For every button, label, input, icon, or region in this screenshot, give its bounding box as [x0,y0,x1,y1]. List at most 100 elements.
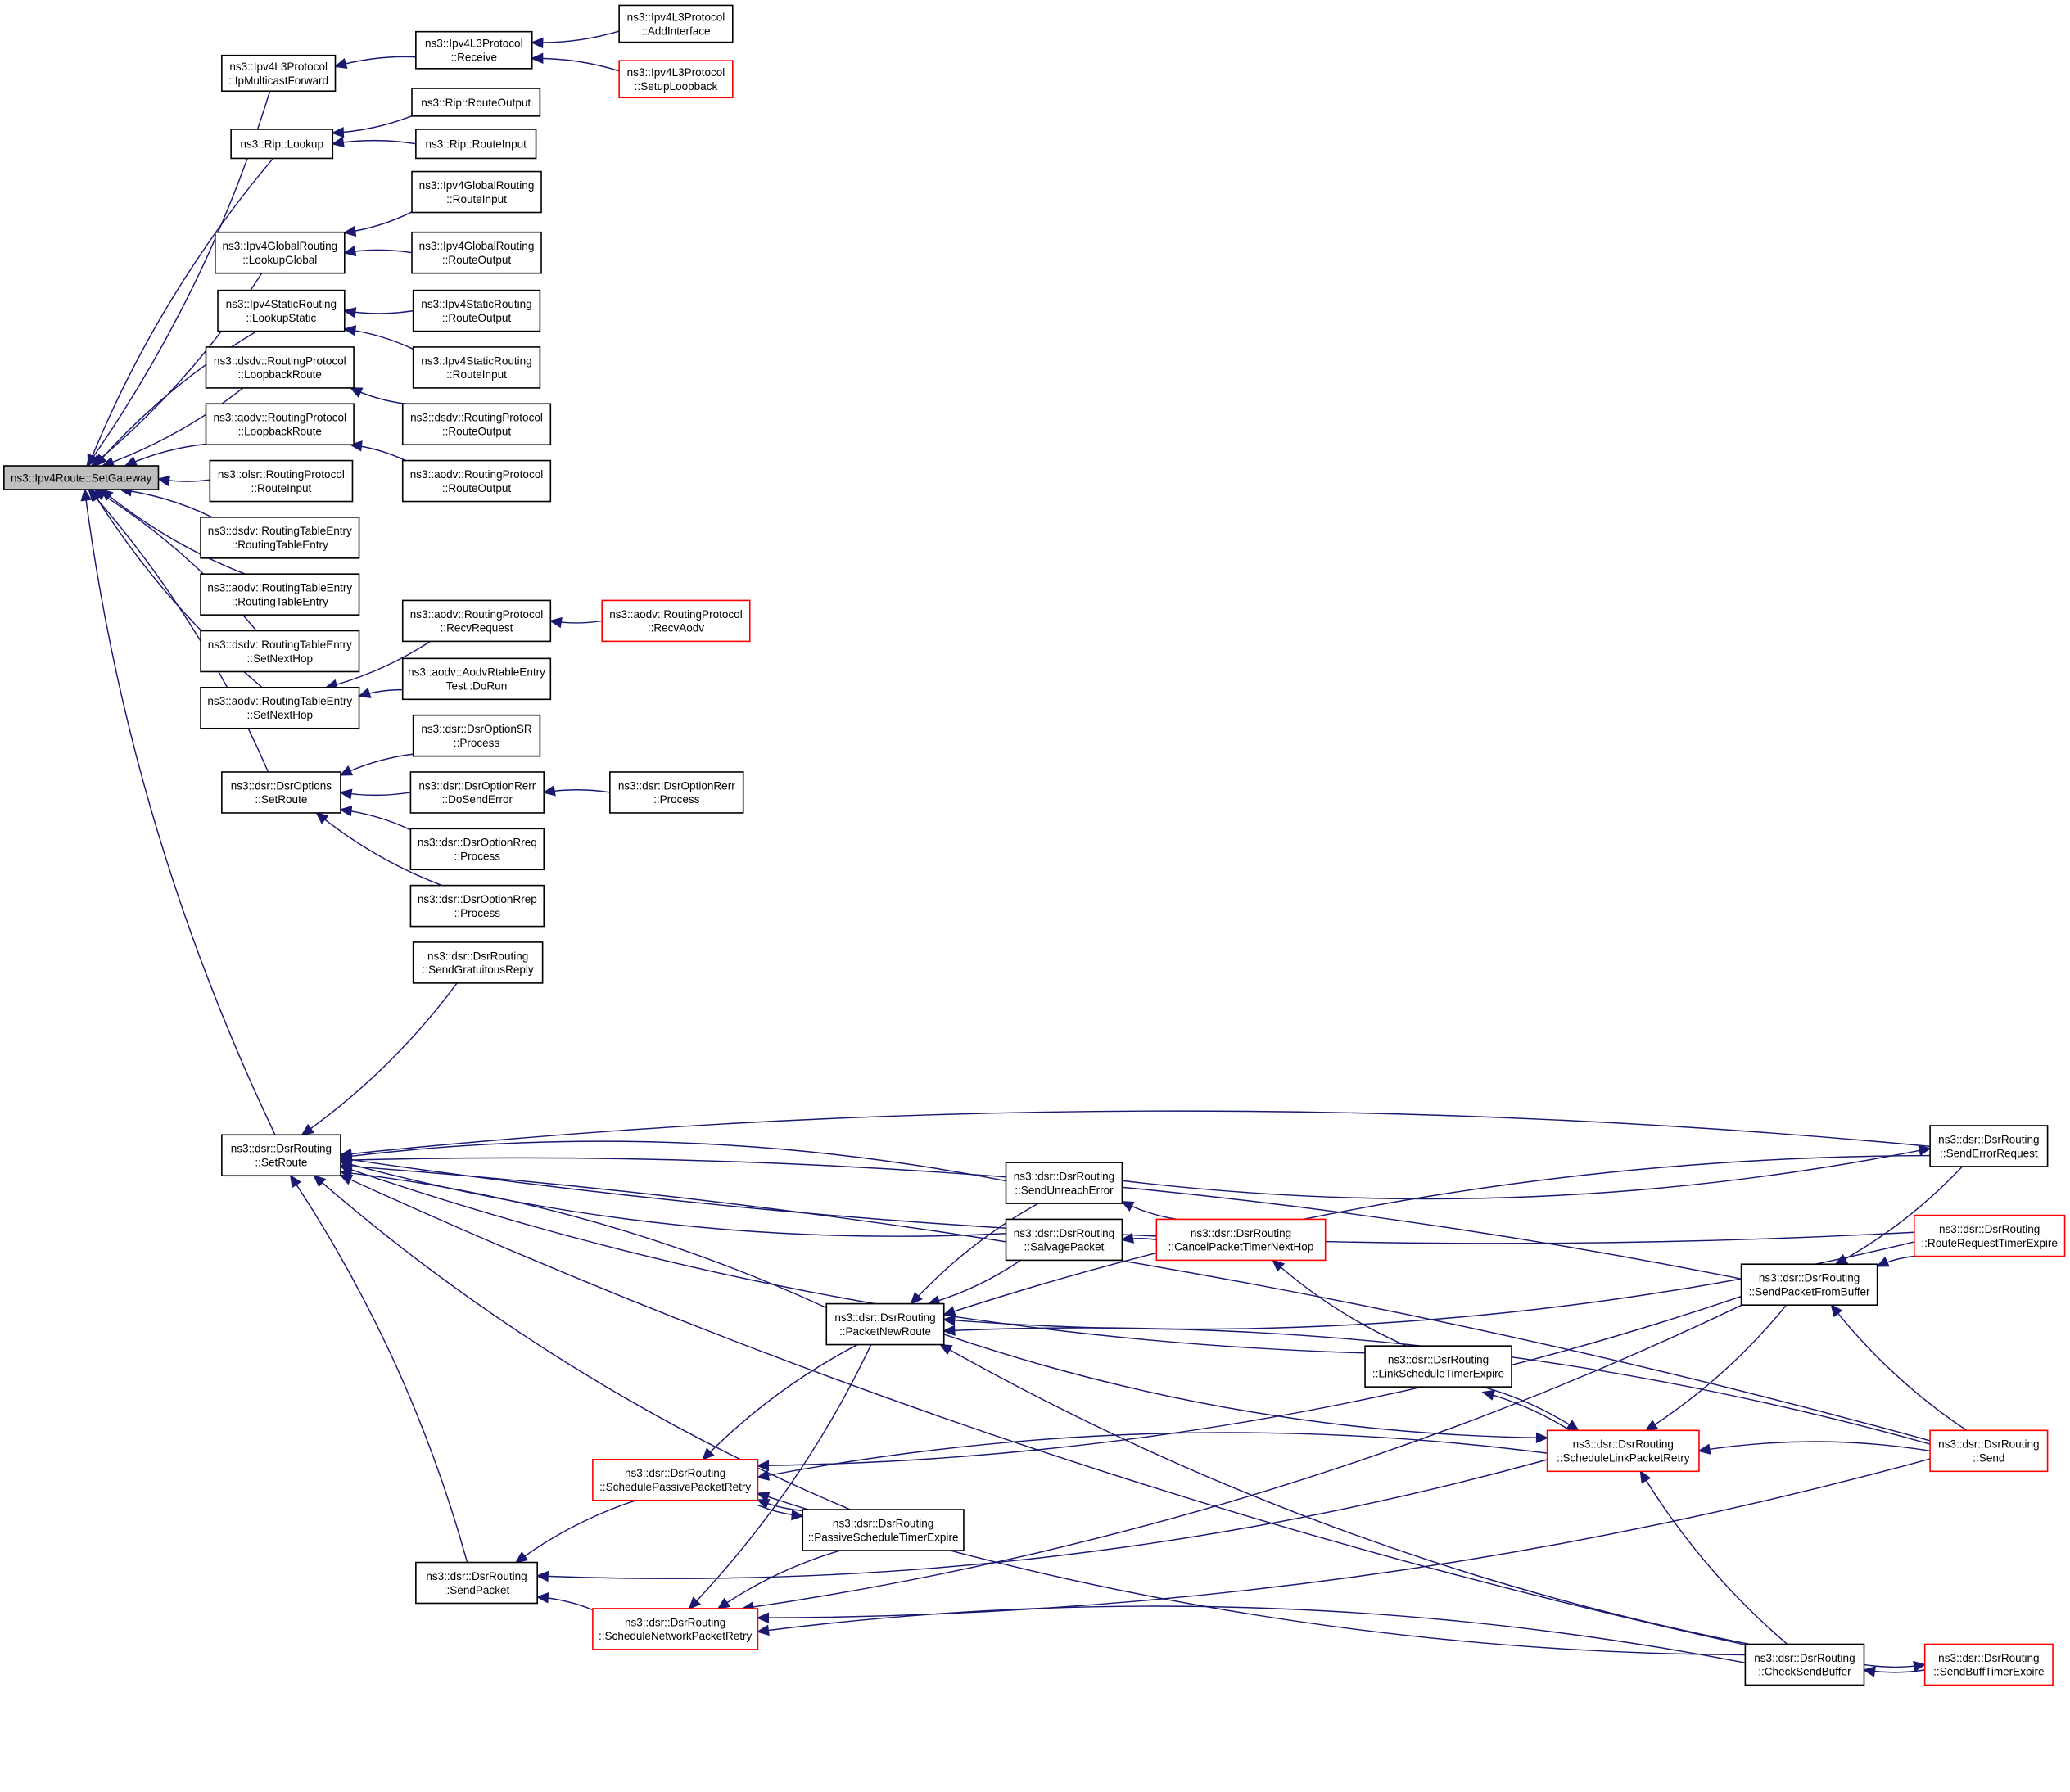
node-box[interactable] [1155,1218,1327,1262]
node-box[interactable] [415,30,533,70]
node-box[interactable] [401,403,552,446]
node-dsdv-setnexthop[interactable]: ns3::dsdv::RoutingTableEntry::SetNextHop [200,630,360,673]
node-send[interactable]: ns3::dsr::DsrRouting::Send [1929,1429,2049,1473]
node-box[interactable] [200,517,360,559]
node-box[interactable] [1913,1214,2066,1257]
node-dsroptionrrep-process[interactable]: ns3::dsr::DsrOptionRrep::Process [409,884,545,928]
node-rip-lookup[interactable]: ns3::Rip::Lookup [230,129,334,160]
node-box[interactable] [412,941,544,984]
node-ipmulticastforward[interactable]: ns3::Ipv4L3Protocol::IpMulticastForward [221,54,337,93]
node-box[interactable] [618,60,734,99]
node-box[interactable] [411,170,542,214]
node-box[interactable] [415,129,537,160]
node-static-routeinput[interactable]: ns3::Ipv4StaticRouting::RouteInput [412,346,541,389]
node-box[interactable] [401,657,552,701]
node-box[interactable] [1005,1162,1123,1204]
node-rip-routeinput[interactable]: ns3::Rip::RouteInput [415,129,537,160]
node-box[interactable] [1546,1429,1700,1473]
node-box[interactable] [1744,1643,1865,1686]
node-box[interactable] [601,599,751,643]
node-box[interactable] [825,1302,945,1346]
node-box[interactable] [401,459,552,503]
node-box[interactable] [205,403,355,446]
node-addinterface[interactable]: ns3::Ipv4L3Protocol::AddInterface [618,4,734,43]
node-dsroptionrerr-process[interactable]: ns3::dsr::DsrOptionRerr::Process [609,771,744,814]
node-box[interactable] [609,771,744,814]
node-box[interactable] [1929,1429,2049,1473]
node-box[interactable] [401,599,552,643]
node-box[interactable] [217,289,346,332]
node-schedulelinkpacketretry[interactable]: ns3::dsr::DsrRouting::ScheduleLinkPacket… [1546,1429,1700,1473]
node-box[interactable] [409,884,545,928]
node-cancelpackettimernexthop[interactable]: ns3::dsr::DsrRouting::CancelPacketTimerN… [1155,1218,1327,1262]
node-static-routeoutput[interactable]: ns3::Ipv4StaticRouting::RouteOutput [412,289,541,332]
node-aodv-setnexthop[interactable]: ns3::aodv::RoutingTableEntry::SetNextHop [200,687,360,729]
node-box[interactable] [1005,1218,1123,1262]
node-packetnewroute[interactable]: ns3::dsr::DsrRouting::PacketNewRoute [825,1302,945,1346]
node-checksendbuffer[interactable]: ns3::dsr::DsrRouting::CheckSendBuffer [1744,1643,1865,1686]
node-box[interactable] [412,289,541,332]
node-dsdv-rte-ctor[interactable]: ns3::dsdv::RoutingTableEntry::RoutingTab… [200,517,360,559]
node-sendgratuitousreply[interactable]: ns3::dsr::DsrRouting::SendGratuitousRepl… [412,941,544,984]
node-sendpacketfrombuffer[interactable]: ns3::dsr::DsrRouting::SendPacketFromBuff… [1740,1263,1878,1307]
node-box[interactable] [1929,1125,2049,1167]
node-lookupstatic[interactable]: ns3::Ipv4StaticRouting::LookupStatic [217,289,346,332]
node-dsdv-loopbackroute[interactable]: ns3::dsdv::RoutingProtocol::LoopbackRout… [205,346,355,389]
node-dsroptionrreq-process[interactable]: ns3::dsr::DsrOptionRreq::Process [409,828,545,871]
node-box[interactable] [618,4,734,43]
node-recvrequest[interactable]: ns3::aodv::RoutingProtocol::RecvRequest [401,599,552,643]
node-box[interactable] [1364,1345,1512,1388]
node-dsroptions-setroute[interactable]: ns3::dsr::DsrOptions::SetRoute [221,771,341,814]
node-dsdv-routeoutput[interactable]: ns3::dsdv::RoutingProtocol::RouteOutput [401,403,552,446]
node-aodv-routeoutput[interactable]: ns3::aodv::RoutingProtocol::RouteOutput [401,459,552,503]
node-passivescheduletimerexpire[interactable]: ns3::dsr::DsrRouting::PassiveScheduleTim… [802,1509,965,1551]
node-sendbufftimerexpire[interactable]: ns3::dsr::DsrRouting::SendBuffTimerExpir… [1923,1643,2054,1686]
node-olsr-routeinput[interactable]: ns3::olsr::RoutingProtocol::RouteInput [209,459,354,503]
node-box[interactable] [221,1134,341,1177]
node-box[interactable] [412,346,541,389]
node-recvaodv[interactable]: ns3::aodv::RoutingProtocol::RecvAodv [601,599,751,643]
node-dsroptionsr-process[interactable]: ns3::dsr::DsrOptionSR::Process [412,714,541,757]
node-routerequesttimerexpire[interactable]: ns3::dsr::DsrRouting::RouteRequestTimerE… [1913,1214,2066,1257]
node-senderrorrequest[interactable]: ns3::dsr::DsrRouting::SendErrorRequest [1929,1125,2049,1167]
node-aodv-rte-ctor[interactable]: ns3::aodv::RoutingTableEntry::RoutingTab… [200,573,360,616]
node-rip-routeoutput[interactable]: ns3::Rip::RouteOutput [411,88,541,117]
node-box[interactable] [214,231,346,274]
node-box[interactable] [592,1458,759,1501]
node-box[interactable] [230,129,334,160]
node-box[interactable] [592,1608,759,1650]
node-box[interactable] [221,771,341,814]
node-setuploopback[interactable]: ns3::Ipv4L3Protocol::SetupLoopback [618,60,734,99]
node-box[interactable] [209,459,354,503]
node-box[interactable] [409,828,545,871]
node-sendpacket[interactable]: ns3::dsr::DsrRouting::SendPacket [415,1561,538,1605]
node-box[interactable] [1923,1643,2054,1686]
node-box[interactable] [1740,1263,1878,1307]
node-schedulenetworkpacketretry[interactable]: ns3::dsr::DsrRouting::ScheduleNetworkPac… [592,1608,759,1650]
node-dsrrouting-setroute[interactable]: ns3::dsr::DsrRouting::SetRoute [221,1134,341,1177]
node-box[interactable] [411,231,542,274]
node-box[interactable] [205,346,355,389]
node-box[interactable] [200,687,360,729]
node-dosenderror[interactable]: ns3::dsr::DsrOptionRerr::DoSendError [409,771,545,814]
node-global-routeoutput[interactable]: ns3::Ipv4GlobalRouting::RouteOutput [411,231,542,274]
node-sendunreacherror[interactable]: ns3::dsr::DsrRouting::SendUnreachError [1005,1162,1123,1204]
node-box[interactable] [200,630,360,673]
node-lookupglobal[interactable]: ns3::Ipv4GlobalRouting::LookupGlobal [214,231,346,274]
node-box[interactable] [411,88,541,117]
node-box[interactable] [200,573,360,616]
node-global-routeinput[interactable]: ns3::Ipv4GlobalRouting::RouteInput [411,170,542,214]
node-box[interactable] [3,465,160,490]
node-linkscheduletimerexpire[interactable]: ns3::dsr::DsrRouting::LinkScheduleTimerE… [1364,1345,1512,1388]
node-aodv-loopbackroute[interactable]: ns3::aodv::RoutingProtocol::LoopbackRout… [205,403,355,446]
node-box[interactable] [415,1561,538,1605]
node-receive[interactable]: ns3::Ipv4L3Protocol::Receive [415,30,533,70]
node-box[interactable] [409,771,545,814]
node-box[interactable] [412,714,541,757]
node-box[interactable] [802,1509,965,1551]
node-box[interactable] [221,54,337,93]
node-setgateway[interactable]: ns3::Ipv4Route::SetGateway [3,465,160,490]
node-salvagepacket[interactable]: ns3::dsr::DsrRouting::SalvagePacket [1005,1218,1123,1262]
node-schedulepassivepacketretry[interactable]: ns3::dsr::DsrRouting::SchedulePassivePac… [592,1458,759,1501]
